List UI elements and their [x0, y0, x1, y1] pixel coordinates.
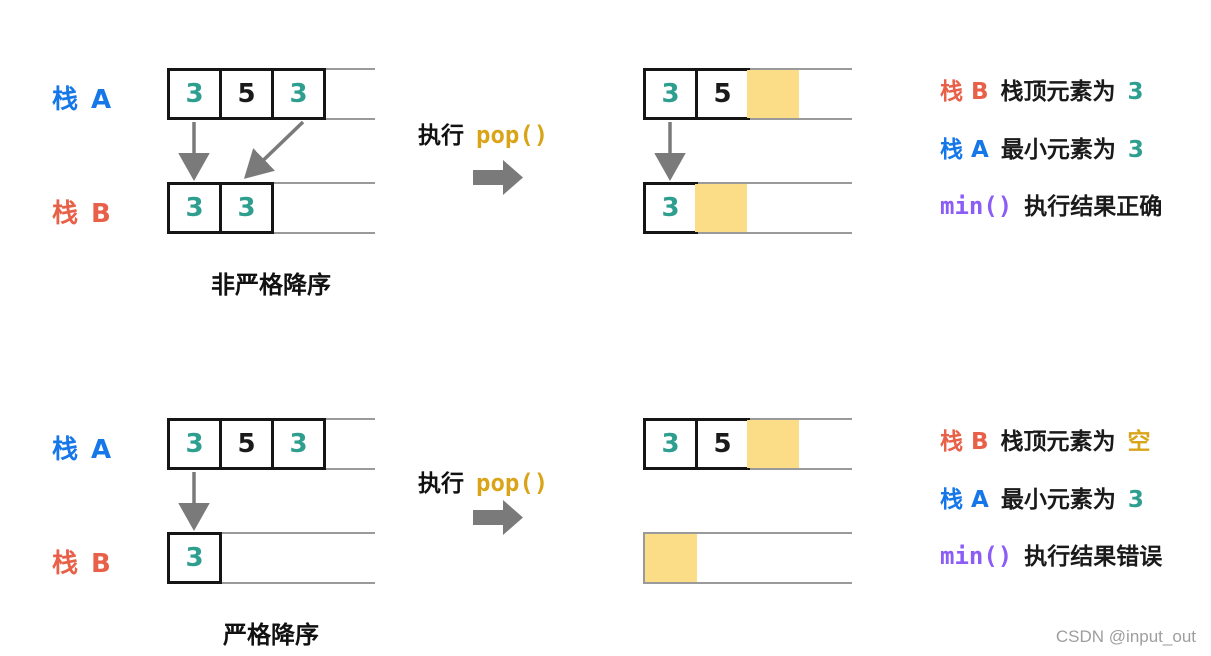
stack-b-label: 栈 B [52, 549, 113, 579]
min-code-label: min() [940, 192, 1013, 220]
result-line-min-element: 栈 A 最小元素为 3 [940, 130, 1144, 164]
stack-b-label: 栈 B [52, 199, 113, 229]
result-text: 最小元素为 [1000, 487, 1116, 513]
stack-a-ref: 栈 A [940, 487, 989, 513]
stack-cell: 5 [219, 418, 274, 470]
stack-cell: 3 [167, 68, 222, 120]
result-value: 3 [1127, 137, 1144, 163]
stack-cell: 3 [271, 418, 326, 470]
popped-cell-highlight [747, 70, 799, 118]
stack-cell: 5 [219, 68, 274, 120]
stack-a-ref: 栈 A [940, 137, 989, 163]
stack-b-ref: 栈 B [940, 429, 989, 455]
result-value: 空 [1127, 429, 1151, 455]
stack-a-before-track: 3 5 3 [167, 68, 375, 120]
result-text: 栈顶元素为 [1000, 429, 1116, 455]
result-text: 执行结果错误 [1024, 544, 1163, 570]
stack-cell: 5 [695, 68, 750, 120]
stack-b-after-track: 3 [643, 182, 852, 234]
panel-caption: 非严格降序 [211, 271, 331, 299]
popped-cell-highlight [747, 420, 799, 468]
stack-b-before-track: 3 [167, 532, 375, 584]
stack-cell: 3 [167, 182, 222, 234]
stack-cell: 3 [219, 182, 274, 234]
pop-code-label: pop() [476, 121, 549, 149]
pop-code-label: pop() [476, 469, 549, 497]
action-label: 执行 pop() [418, 116, 548, 150]
stack-b-after-track-empty [643, 532, 852, 584]
stack-b-before-track: 3 3 [167, 182, 375, 234]
stack-a-after-track: 3 5 [643, 68, 852, 120]
stack-a-after-track: 3 5 [643, 418, 852, 470]
stack-cell: 5 [695, 418, 750, 470]
result-line-verdict: min() 执行结果错误 [940, 537, 1162, 571]
push-arrow-2 [243, 120, 305, 179]
action-prefix: 执行 [418, 471, 464, 497]
csdn-watermark: CSDN @input_out [1055, 627, 1196, 646]
result-value: 3 [1127, 79, 1144, 105]
result-text: 最小元素为 [1000, 137, 1116, 163]
result-text: 执行结果正确 [1024, 194, 1163, 220]
stack-a-before-track: 3 5 3 [167, 418, 375, 470]
stack-cell: 3 [643, 182, 698, 234]
panel-caption: 严格降序 [223, 621, 319, 649]
result-line-top-element: 栈 B 栈顶元素为 空 [940, 422, 1151, 456]
stack-cell: 3 [643, 418, 698, 470]
result-value: 3 [1127, 487, 1144, 513]
transition-block-arrow-bottom [473, 500, 523, 535]
stack-cell: 3 [271, 68, 326, 120]
min-code-label: min() [940, 542, 1013, 570]
stack-a-label: 栈 A [52, 435, 114, 465]
stack-cell: 3 [643, 68, 698, 120]
stack-cell: 3 [167, 418, 222, 470]
stack-b-ref: 栈 B [940, 79, 989, 105]
stack-a-label: 栈 A [52, 85, 114, 115]
transition-block-arrow-top [473, 160, 523, 195]
popped-cell-highlight [695, 184, 747, 232]
result-text: 栈顶元素为 [1000, 79, 1116, 105]
result-line-verdict: min() 执行结果正确 [940, 187, 1162, 221]
action-label: 执行 pop() [418, 464, 548, 498]
action-prefix: 执行 [418, 123, 464, 149]
result-line-top-element: 栈 B 栈顶元素为 3 [940, 72, 1144, 106]
popped-cell-highlight [645, 534, 697, 582]
result-line-min-element: 栈 A 最小元素为 3 [940, 480, 1144, 514]
stack-cell: 3 [167, 532, 222, 584]
